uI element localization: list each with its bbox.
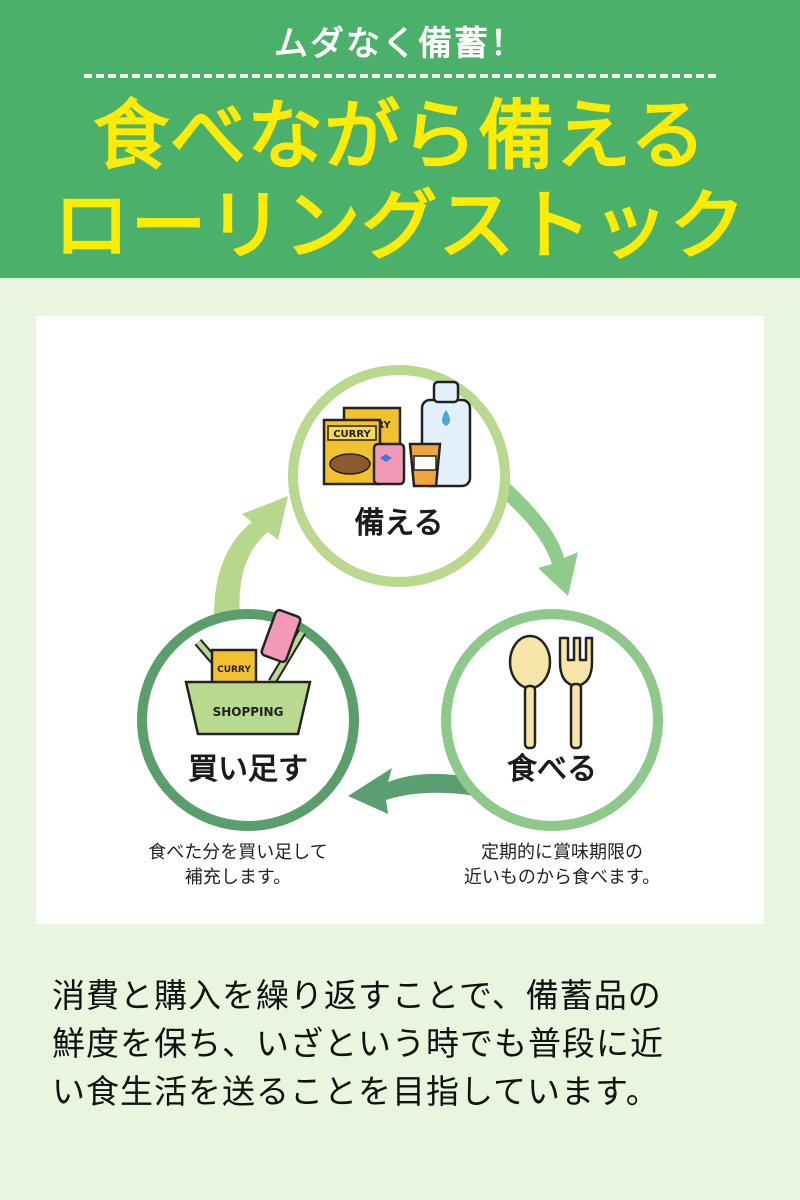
page-title-line2: ローリングストック <box>53 181 747 270</box>
description-text: 消費と購入を繰り返すことで、備蓄品の 鮮度を保ち、いざという時でも普段に近 い食… <box>52 972 752 1116</box>
spoon-fork-icon <box>508 634 594 750</box>
arrow-buy-to-prepare <box>214 496 288 616</box>
stage-label-prepare: 備える <box>354 506 444 541</box>
caption-buy-line1: 食べた分を買い足して <box>148 842 328 863</box>
stage-label-eat: 食べる <box>507 752 597 787</box>
arrow-prepare-to-eat <box>498 482 578 596</box>
basket-label-text: SHOPPING <box>213 705 284 719</box>
caption-eat-line1: 定期的に賞味期限の <box>481 842 643 863</box>
header-eyebrow: ムダなく備蓄！ <box>274 24 526 64</box>
arrow-eat-to-buy <box>348 768 476 814</box>
page-title-line1: 食べながら備える <box>93 91 707 180</box>
ring-eat <box>441 609 663 831</box>
curry-box-front-text: CURRY <box>333 429 371 440</box>
cycle-card: CURRY CURRY CURRY <box>36 316 764 924</box>
description-line2: 鮮度を保ち、いざという時でも普段に近 <box>52 1024 664 1063</box>
caption-buy: 食べた分を買い足して 補充します。 <box>98 840 378 890</box>
stage-label-buy: 買い足す <box>188 752 308 787</box>
description-line1: 消費と購入を繰り返すことで、備蓄品の <box>52 976 662 1015</box>
basket-curry-text: CURRY <box>217 665 251 675</box>
caption-eat: 定期的に賞味期限の 近いものから食べます。 <box>422 840 702 890</box>
stockpile-icon: CURRY CURRY <box>322 380 472 488</box>
caption-eat-line2: 近いものから食べます。 <box>463 867 661 888</box>
shopping-basket-icon: CURRY SHOPPING <box>184 608 312 736</box>
dashed-divider <box>84 74 716 78</box>
header-banner: ムダなく備蓄！ 食べながら備える ローリングストック <box>0 0 800 278</box>
description-line3: い食生活を送ることを目指しています。 <box>52 1072 660 1111</box>
rolling-stock-diagram: CURRY CURRY CURRY <box>137 365 663 831</box>
caption-buy-line2: 補充します。 <box>184 867 292 888</box>
